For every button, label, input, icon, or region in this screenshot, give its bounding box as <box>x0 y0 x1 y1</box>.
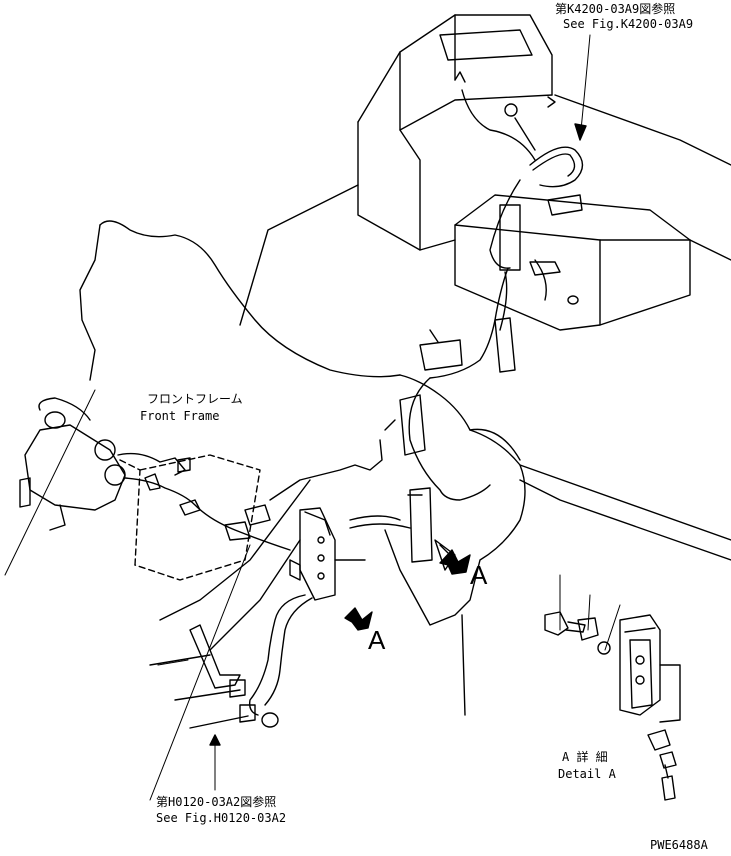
detail-a-label-en: Detail A <box>558 767 616 781</box>
view-a-label-2: A <box>470 560 488 590</box>
front-frame-label-en: Front Frame <box>140 409 220 423</box>
mid-harness <box>349 317 516 571</box>
lower-console <box>454 94 731 331</box>
valve-assembly <box>19 397 291 551</box>
bottom-reference-jp: 第H0120-03A2図参照 <box>156 795 277 809</box>
front-frame-label-jp: フロントフレーム <box>147 392 243 406</box>
detail-a <box>544 611 681 801</box>
lower-harness <box>149 594 313 729</box>
top-harness <box>429 146 584 379</box>
view-arrow-a-2 <box>439 549 471 575</box>
front-frame <box>79 184 731 716</box>
view-a-label-1: A <box>368 625 386 655</box>
drawing-number: PWE6488A <box>650 838 708 852</box>
console-box <box>357 14 556 251</box>
dashed-reference <box>119 454 261 581</box>
arrowheads <box>209 123 587 746</box>
top-reference-jp: 第K4200-03A9図参照 <box>555 2 676 16</box>
connector-block <box>289 507 366 601</box>
view-arrow-a-1 <box>344 607 373 631</box>
bottom-reference-en: See Fig.H0120-03A2 <box>156 811 287 825</box>
detail-a-label-jp: A 詳 細 <box>562 750 608 764</box>
top-reference-en: See Fig.K4200-03A9 <box>563 17 694 31</box>
